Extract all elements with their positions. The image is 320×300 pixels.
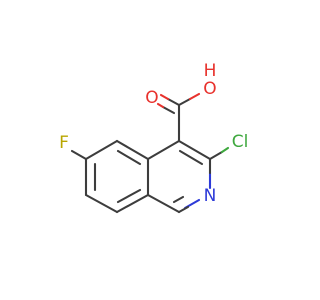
bond-c4-c4a — [146, 139, 181, 161]
atom-oxygen-carbonyl: O — [145, 88, 158, 108]
atom-hydrogen: H — [204, 61, 217, 81]
bond-c3-c4-inner — [178, 149, 204, 166]
structure-canvas: O H O Cl F N — [59, 61, 249, 214]
bond-c3-cl — [208, 150, 224, 161]
atom-fluorine: F — [59, 133, 69, 153]
bond-c3-cl-b — [220, 146, 230, 154]
bond-c1-n-inner — [172, 195, 185, 204]
bond-c-o-double — [166, 97, 181, 107]
bond-c7-c8 — [84, 193, 119, 214]
bond-c-o-double-b — [159, 93, 170, 101]
atom-oxygen-hydroxyl: O — [203, 79, 216, 99]
atom-chlorine: Cl — [232, 132, 249, 152]
bond-c4a-c5-inner — [116, 149, 142, 166]
bond-c8-c8a — [115, 193, 150, 214]
bond-c8a-c1 — [146, 193, 181, 214]
bond-c6-f — [70, 149, 88, 161]
bond-c-o-double-inner-b — [156, 102, 165, 109]
bond-c1-n — [177, 205, 190, 214]
bond-c8-c8a-inner — [116, 188, 142, 204]
bond-c3-c4 — [177, 139, 212, 161]
bond-c5-c6 — [84, 139, 119, 161]
atom-nitrogen: N — [204, 186, 217, 206]
bond-c-o-double-inner — [161, 105, 176, 115]
bond-c-oh — [177, 97, 192, 107]
chemical-structure: O H O Cl F N — [59, 61, 249, 214]
bond-c4a-c5 — [115, 139, 150, 161]
bond-c-oh-b — [188, 92, 201, 101]
